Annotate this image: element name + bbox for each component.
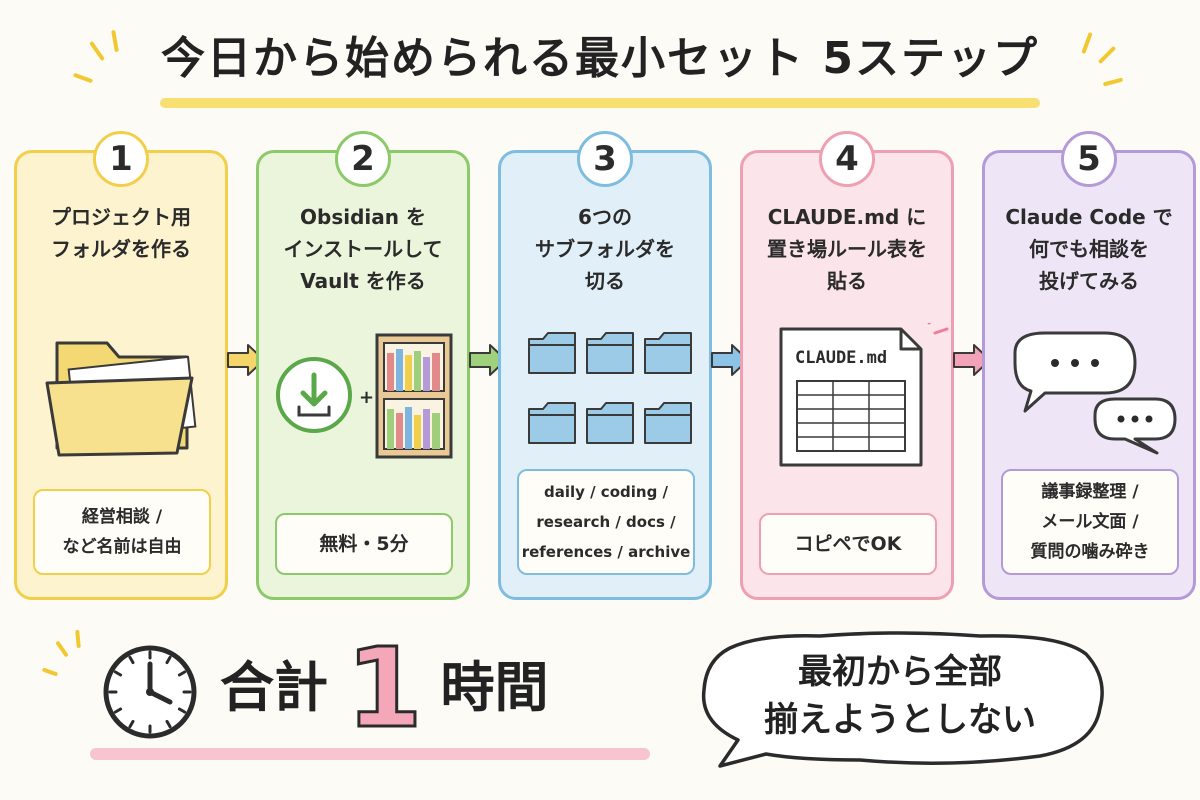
step-note-line: 質問の噛み砕き	[1030, 542, 1150, 562]
step-title-2: Obsidian を インストールして Vault を作る	[259, 201, 467, 297]
folder-icon	[17, 323, 225, 473]
page-title: 今日から始められる最小セット 5ステップ	[161, 33, 1039, 84]
step-title-4: CLAUDE.md に 置き場ルール表を 貼る	[743, 201, 951, 297]
bubble-line: 最初から全部	[798, 652, 1002, 692]
bookshelf-icon	[375, 333, 453, 459]
step-title-line: Claude Code で	[1005, 205, 1173, 229]
step-card-3: 3 6つの サブフォルダを 切る	[498, 131, 712, 600]
plus-sign: +	[359, 387, 374, 408]
step-title-line: インストールして	[283, 237, 443, 261]
download-icon	[276, 357, 352, 433]
step-title-line: 置き場ルール表を	[767, 237, 927, 261]
title-area: 今日から始められる最小セット 5ステップ	[0, 22, 1200, 94]
step-badge-1: 1	[93, 131, 149, 187]
step-title-line: 6つの	[578, 205, 632, 229]
step-note-5: 議事録整理 / メール文面 / 質問の噛み砕き	[1001, 469, 1179, 575]
step-title-line: サブフォルダを	[535, 237, 675, 261]
step-badge-4: 4	[819, 131, 875, 187]
chat-bubbles-icon	[985, 323, 1193, 473]
step-card-1: 1 プロジェクト用 フォルダを作る 経営相談 / など名前は自由	[14, 131, 228, 600]
step-badge-3: 3	[577, 131, 633, 187]
step-note-line: daily / coding /	[543, 483, 669, 501]
total-time: 合計 1 時間	[220, 624, 549, 752]
speech-bubble-shape	[701, 631, 1104, 768]
total-trail: 時間	[440, 656, 549, 719]
title-underline	[160, 98, 1040, 108]
step-title-3: 6つの サブフォルダを 切る	[501, 201, 709, 297]
step-title-line: プロジェクト用	[51, 205, 191, 229]
bottom-section: 合計 1 時間 最初から全部 揃えようとしない	[0, 620, 1200, 800]
step-badge-5: 5	[1061, 131, 1117, 187]
step-note-3: daily / coding / research / docs / refer…	[517, 469, 695, 575]
document-icon: CLAUDE.md	[743, 307, 951, 473]
step-note-4: コピペでOK	[759, 513, 937, 575]
clock-icon	[103, 645, 197, 739]
step-note-line: 議事録整理 /	[1041, 482, 1139, 502]
step-title-5: Claude Code で 何でも相談を 投げてみる	[985, 201, 1193, 297]
step-note-1: 経営相談 / など名前は自由	[33, 489, 211, 575]
bubble-line: 揃えようとしない	[764, 700, 1036, 740]
step-title-line: 貼る	[827, 269, 867, 293]
step-note-line: メール文面 /	[1041, 512, 1139, 532]
step-2-icons: +	[259, 323, 467, 473]
step-note-line: 無料・5分	[319, 533, 409, 555]
folders-icon	[501, 323, 709, 473]
total-lead: 合計	[220, 656, 328, 719]
speech-bubble-text: 最初から全部 揃えようとしない	[690, 648, 1110, 744]
step-card-4: 4 CLAUDE.md に 置き場ルール表を 貼る CLAUDE.md コピペ	[740, 131, 954, 600]
step-title-line: フォルダを作る	[51, 237, 191, 261]
step-title-line: CLAUDE.md に	[767, 205, 927, 229]
step-note-line: コピペでOK	[794, 533, 902, 555]
steps-row: 1 プロジェクト用 フォルダを作る 経営相談 / など名前は自由 2 Obsid…	[14, 131, 1196, 600]
step-note-2: 無料・5分	[275, 513, 453, 575]
total-number: 1	[345, 624, 425, 752]
step-badge-2: 2	[335, 131, 391, 187]
step-title-line: Obsidian を	[300, 205, 426, 229]
step-note-line: references / archive	[521, 543, 691, 561]
step-note-line: 経営相談 /	[81, 507, 163, 527]
step-title-line: 切る	[585, 269, 625, 293]
step-card-5: 5 Claude Code で 何でも相談を 投げてみる 議事録整理 / メール…	[982, 131, 1196, 600]
step-card-2: 2 Obsidian を インストールして Vault を作る +	[256, 131, 470, 600]
step-note-line: など名前は自由	[62, 537, 182, 557]
step-title-1: プロジェクト用 フォルダを作る	[17, 201, 225, 265]
step-title-line: 何でも相談を	[1029, 237, 1149, 261]
speech-bubble: 最初から全部 揃えようとしない	[690, 630, 1110, 770]
doc-label: CLAUDE.md	[795, 348, 887, 368]
step-note-line: research / docs /	[536, 513, 676, 531]
step-title-line: 投げてみる	[1039, 269, 1139, 293]
step-title-line: Vault を作る	[300, 269, 426, 293]
total-underline	[90, 748, 650, 760]
